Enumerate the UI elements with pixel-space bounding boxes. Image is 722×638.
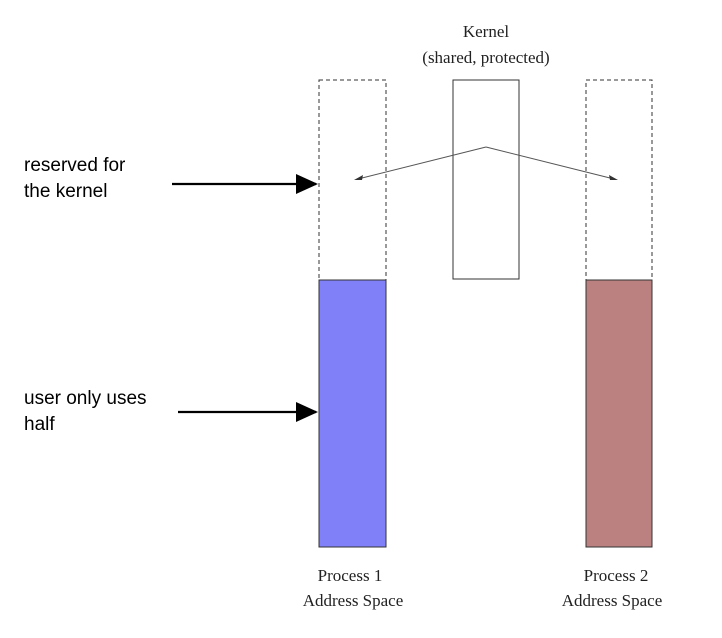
kernel-box [452,79,520,280]
process1-user-region [318,279,387,548]
kernel-mapping-arrows [354,146,618,180]
process2-label-line1: Process 2 [584,566,649,585]
process2-label-line2: Address Space [562,591,663,610]
reserved-arrowhead [296,174,318,194]
process2-kernel-reserved-region [585,79,653,281]
mapping-arrowhead-right [609,175,618,180]
kernel-subtitle: (shared, protected) [422,48,549,67]
kernel-title: Kernel [463,22,510,41]
process1-label-line2: Address Space [303,591,404,610]
user-half-label-line2: half [24,414,55,435]
mapping-line-right [485,146,615,180]
mapping-line-left [357,146,487,180]
user-half-label-line1: user only uses [24,388,147,409]
process1-kernel-reserved-region [318,79,387,281]
reserved-label-line1: reserved for [24,155,126,176]
mapping-arrowhead-left [354,175,363,180]
process2-user-region [585,279,653,548]
process1-label-line1: Process 1 [318,566,383,585]
user-half-arrowhead [296,402,318,422]
reserved-label-line2: the kernel [24,181,107,202]
